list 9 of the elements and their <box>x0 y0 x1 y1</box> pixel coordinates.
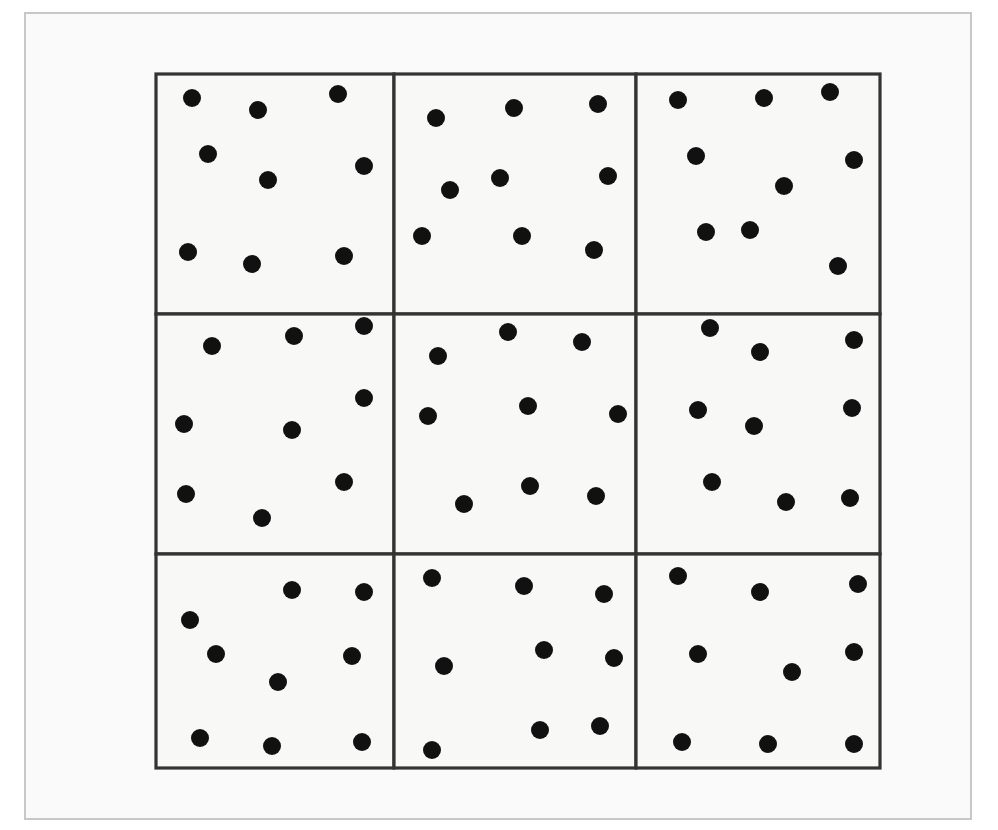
grid-cell <box>392 552 638 770</box>
grid-cell <box>634 312 882 556</box>
grid-cell <box>154 552 396 770</box>
grid-cell <box>154 312 396 556</box>
grid-cell <box>154 72 396 316</box>
grid-cell <box>392 312 638 556</box>
grid-cell <box>634 72 882 316</box>
grid-cell <box>392 72 638 316</box>
grid-cell <box>634 552 882 770</box>
